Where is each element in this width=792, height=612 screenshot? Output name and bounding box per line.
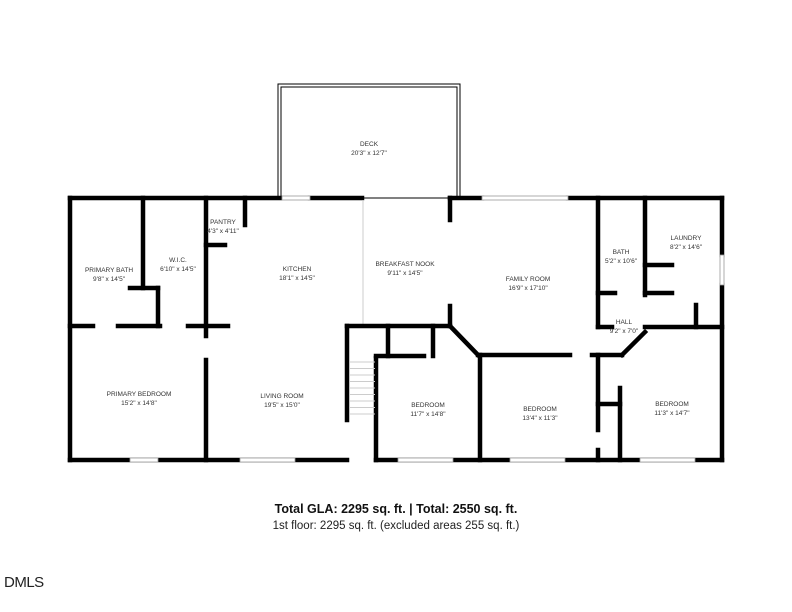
room-name: BEDROOM — [655, 401, 689, 408]
room-label: BEDROOM 13'4" x 11'3" — [522, 406, 558, 422]
room-name: BREAKFAST NOOK — [375, 261, 435, 268]
room-label: HALL 9'2" x 7'0" — [610, 319, 639, 335]
room-name: DECK — [360, 141, 379, 148]
room-dimensions: 4'3" x 4'11" — [207, 228, 239, 235]
room-label: BATH 5'2" x 10'6" — [605, 249, 638, 265]
room-label: PANTRY 4'3" x 4'11" — [207, 219, 239, 235]
total-area-summary: Total GLA: 2295 sq. ft. | Total: 2550 sq… — [274, 502, 518, 516]
room-dimensions: 13'4" x 11'3" — [522, 415, 558, 422]
room-name: BATH — [613, 249, 630, 256]
room-name: PRIMARY BEDROOM — [107, 391, 172, 398]
room-label: BEDROOM 11'3" x 14'7" — [654, 401, 690, 417]
room-label: DECK 20'3" x 12'7" — [351, 141, 387, 157]
room-name: LAUNDRY — [671, 235, 703, 242]
room-dimensions: 5'2" x 10'6" — [605, 258, 638, 265]
room-label: LAUNDRY 8'2" x 14'6" — [670, 235, 703, 251]
room-dimensions: 16'9" x 17'10" — [508, 285, 548, 292]
room-dimensions: 9'11" x 14'5" — [387, 270, 423, 277]
room-dimensions: 18'1" x 14'5" — [279, 275, 315, 282]
room-label: W.I.C. 6'10" x 14'5" — [160, 257, 196, 273]
room-label: PRIMARY BATH 9'8" x 14'5" — [85, 267, 133, 283]
room-label: BEDROOM 11'7" x 14'8" — [410, 402, 446, 418]
room-dimensions: 19'5" x 15'0" — [264, 402, 300, 409]
room-name: PANTRY — [210, 219, 236, 226]
room-name: KITCHEN — [283, 266, 312, 273]
room-name: HALL — [616, 319, 633, 326]
room-name: PRIMARY BATH — [85, 267, 133, 274]
room-name: FAMILY ROOM — [506, 276, 551, 283]
room-dimensions: 11'3" x 14'7" — [654, 410, 690, 417]
room-dimensions: 9'8" x 14'5" — [93, 276, 126, 283]
room-dimensions: 9'2" x 7'0" — [610, 328, 639, 335]
room-dimensions: 8'2" x 14'6" — [670, 244, 703, 251]
room-dimensions: 6'10" x 14'5" — [160, 266, 196, 273]
room-label: BREAKFAST NOOK 9'11" x 14'5" — [375, 261, 435, 277]
windows — [129, 195, 725, 463]
room-name: LIVING ROOM — [260, 393, 303, 400]
stairs — [350, 361, 375, 415]
room-label: FAMILY ROOM 16'9" x 17'10" — [506, 276, 551, 292]
room-name: W.I.C. — [169, 257, 187, 264]
room-dimensions: 15'2" x 14'8" — [121, 400, 157, 407]
room-dimensions: 11'7" x 14'8" — [410, 411, 446, 418]
room-label: LIVING ROOM 19'5" x 15'0" — [260, 393, 303, 409]
dmls-logo: DMLS — [4, 574, 44, 591]
deck-outline — [277, 83, 461, 199]
floor-area-summary: 1st floor: 2295 sq. ft. (excluded areas … — [272, 520, 520, 532]
room-label: PRIMARY BEDROOM 15'2" x 14'8" — [107, 391, 172, 407]
room-label: KITCHEN 18'1" x 14'5" — [279, 266, 315, 282]
room-name: BEDROOM — [523, 406, 557, 413]
room-name: BEDROOM — [411, 402, 445, 409]
room-dimensions: 20'3" x 12'7" — [351, 150, 387, 157]
